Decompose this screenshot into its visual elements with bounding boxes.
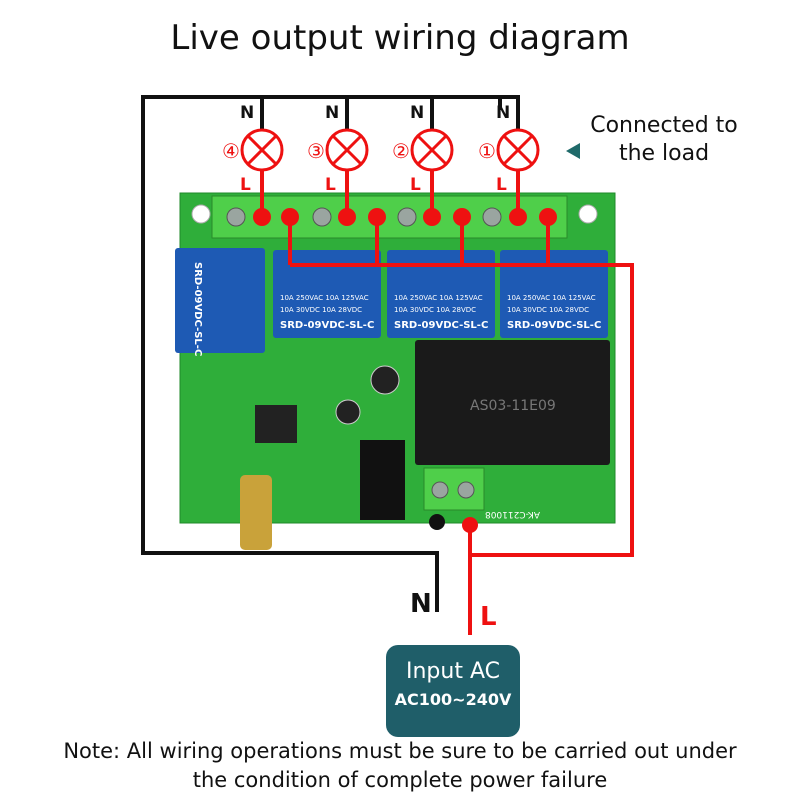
power-module: AS03-11E09 xyxy=(415,340,610,465)
terminal-screw xyxy=(397,207,417,227)
antenna-connector xyxy=(240,475,272,550)
diagram-title: Live output wiring diagram xyxy=(170,18,630,58)
mount-hole xyxy=(578,204,598,224)
board-code: AK-C211008 xyxy=(485,509,540,519)
terminal-common xyxy=(368,208,386,226)
terminal-live xyxy=(423,208,441,226)
relay: SRD-09VDC-SL-C xyxy=(175,248,265,356)
lamp-live-label: L xyxy=(325,175,336,195)
relay: 10A 250VAC 10A 125VAC 10A 30VDC 10A 28VD… xyxy=(273,250,381,338)
terminal-live xyxy=(338,208,356,226)
terminal-live xyxy=(509,208,527,226)
terminal-screw xyxy=(482,207,502,227)
safety-note: Note: All wiring operations must be sure… xyxy=(0,737,800,795)
relay: 10A 250VAC 10A 125VAC 10A 30VDC 10A 28VD… xyxy=(387,250,495,338)
terminal-common xyxy=(453,208,471,226)
capacitor xyxy=(335,399,361,425)
relay-label: SRD-09VDC-SL-C xyxy=(507,320,601,331)
arrow-left-icon xyxy=(566,143,580,159)
lamp-live-label: L xyxy=(410,175,421,195)
relay-rating: 10A 30VDC 10A 28VDC xyxy=(280,306,362,314)
relay-label: SRD-09VDC-SL-C xyxy=(280,320,374,331)
input-neutral-label: N xyxy=(410,589,432,619)
lamp-live-label: L xyxy=(496,175,507,195)
relay-rating: 10A 250VAC 10A 125VAC xyxy=(394,294,483,302)
relay-rating: 10A 250VAC 10A 125VAC xyxy=(507,294,596,302)
terminal-screw xyxy=(312,207,332,227)
safety-note-line: Note: All wiring operations must be sure… xyxy=(63,739,737,763)
input-live-label: L xyxy=(480,602,497,632)
lamp-neutral-label: N xyxy=(240,103,254,123)
capacitor xyxy=(370,365,400,395)
terminal-screw xyxy=(226,207,246,227)
mount-hole xyxy=(191,204,211,224)
lamp-number: ② xyxy=(392,139,410,163)
lamp-number: ① xyxy=(478,139,496,163)
lamp-neutral-label: N xyxy=(325,103,339,123)
safety-note-line: the condition of complete power failure xyxy=(192,768,608,792)
lamp-4: ④N L xyxy=(222,103,284,195)
terminal-live xyxy=(253,208,271,226)
lamp-number: ③ xyxy=(307,139,325,163)
relay-rating: 10A 250VAC 10A 125VAC xyxy=(280,294,369,302)
chip xyxy=(255,405,297,443)
lamp-live-label: L xyxy=(240,175,251,195)
input-ac-box: Input AC AC100~240V xyxy=(386,645,520,737)
relay-label: SRD-09VDC-SL-C xyxy=(394,320,488,331)
lamp-2: ②N L xyxy=(392,103,454,195)
relay: 10A 250VAC 10A 125VAC 10A 30VDC 10A 28VD… xyxy=(500,250,608,338)
neutral-wire xyxy=(141,95,520,612)
power-module-label: AS03-11E09 xyxy=(470,398,556,414)
input-neutral-point xyxy=(429,514,445,530)
lamp-neutral-label: N xyxy=(496,103,510,123)
input-ac-title: Input AC xyxy=(406,659,500,684)
relay-rating: 10A 30VDC 10A 28VDC xyxy=(394,306,476,314)
terminal-common xyxy=(281,208,299,226)
lamp-1: ①N L xyxy=(478,103,540,195)
load-note: Connected to the load xyxy=(584,112,744,168)
relay-label: SRD-09VDC-SL-C xyxy=(192,262,203,356)
load-note-line: Connected to xyxy=(590,113,738,138)
relay-rating: 10A 30VDC 10A 28VDC xyxy=(507,306,589,314)
lamp-number: ④ xyxy=(222,139,240,163)
lamp-neutral-label: N xyxy=(410,103,424,123)
input-ac-range: AC100~240V xyxy=(394,690,512,709)
lamp-3: ③N L xyxy=(307,103,369,195)
load-note-line: the load xyxy=(618,141,710,166)
relay-board: SRD-09VDC-SL-C 10A 250VAC 10A 125VAC 10A… xyxy=(175,192,616,550)
dc-jack xyxy=(360,440,405,520)
terminal-common xyxy=(539,208,557,226)
input-live-point xyxy=(462,517,478,533)
